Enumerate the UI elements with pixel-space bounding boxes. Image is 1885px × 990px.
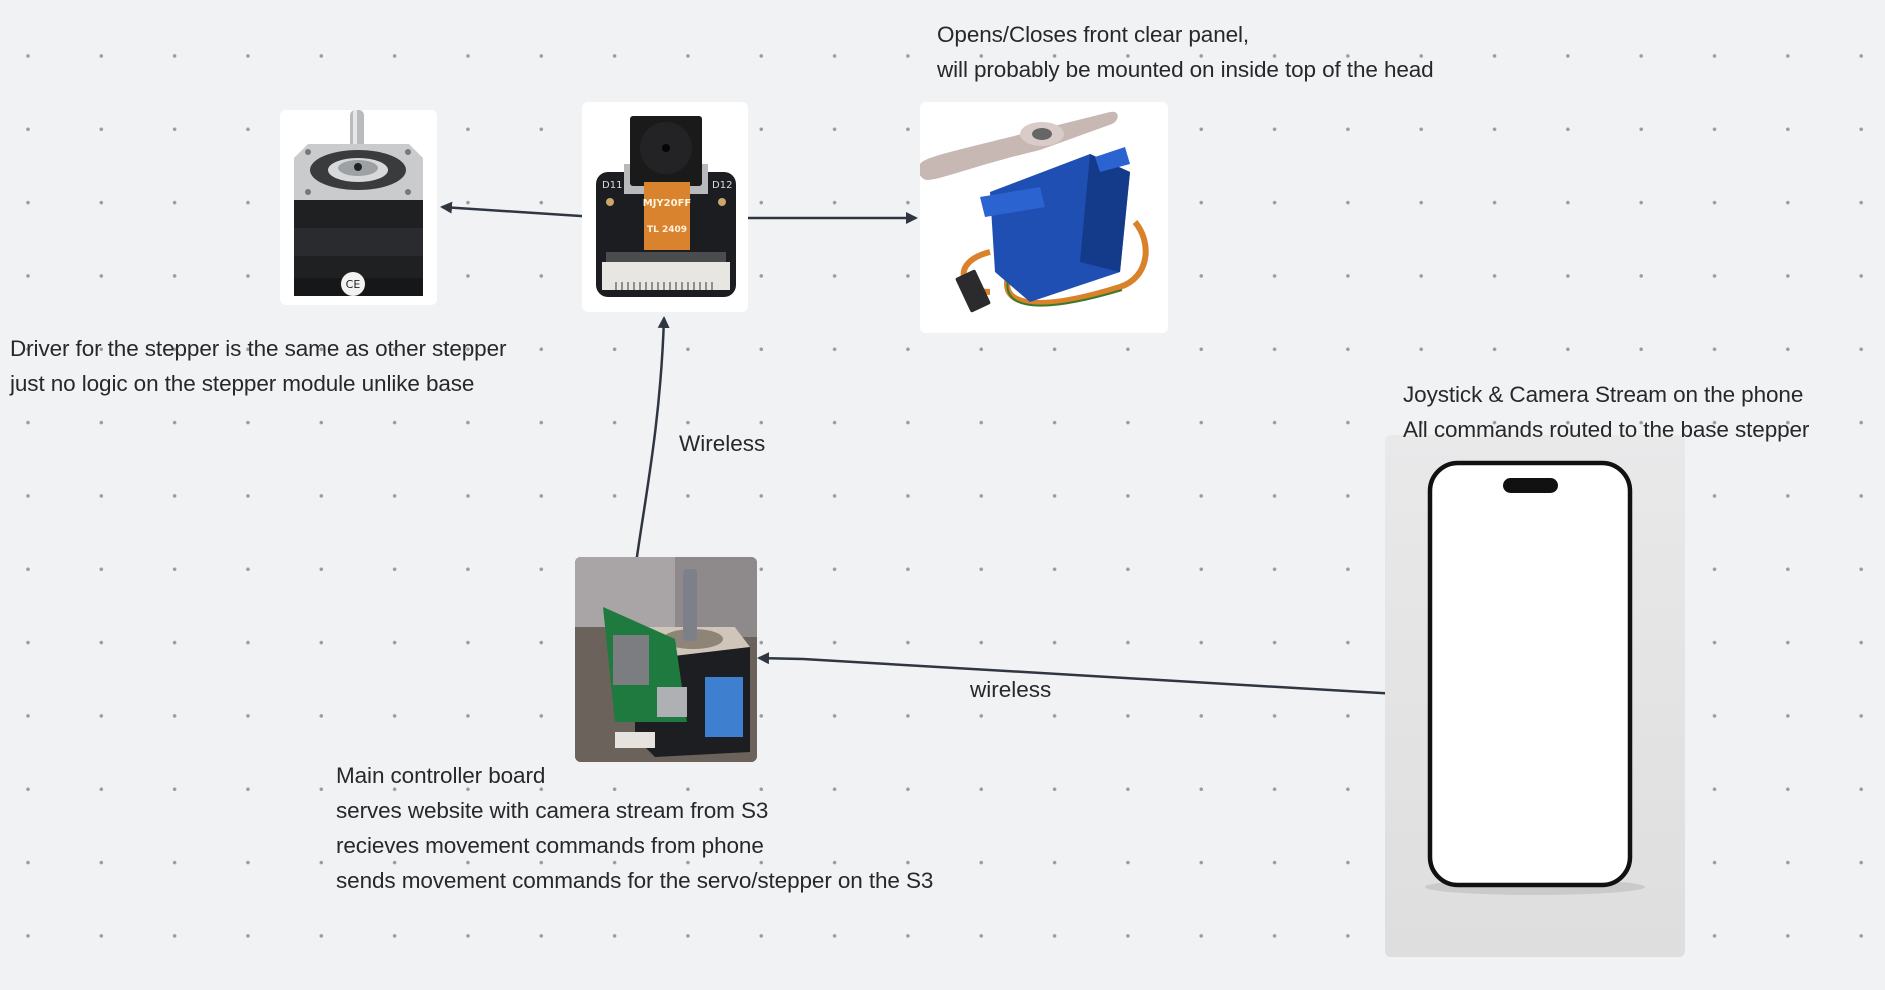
note-line: Opens/Closes front clear panel, — [937, 22, 1250, 47]
servo-motor-image — [920, 111, 1149, 313]
note-line: All commands routed to the base stepper — [1403, 417, 1810, 442]
connector-phone-to-controller[interactable] — [757, 652, 1466, 700]
svg-text:D12: D12 — [712, 180, 732, 191]
servo-note: Opens/Closes front clear panel, will pro… — [937, 17, 1434, 87]
controller-board-image — [575, 557, 757, 762]
note-line: serves website with camera stream from S… — [336, 798, 769, 823]
stepper-motor-image: CE — [294, 110, 423, 296]
phone-card[interactable] — [1385, 435, 1685, 957]
phone-note: Joystick & Camera Stream on the phone Al… — [1403, 377, 1809, 447]
camera-module-image: MJY20FF TL 2409 D11 D12 — [596, 116, 736, 297]
svg-text:MJY20FF: MJY20FF — [643, 198, 692, 209]
controller-note: Main controller board serves website wit… — [336, 758, 933, 898]
svg-text:D11: D11 — [602, 180, 622, 191]
connector-label-phone-controller[interactable]: wireless — [970, 677, 1052, 702]
note-line: will probably be mounted on inside top o… — [937, 57, 1434, 82]
note-line: Driver for the stepper is the same as ot… — [10, 336, 507, 361]
stepper-motor-card[interactable]: CE — [280, 110, 437, 305]
note-line: Main controller board — [336, 763, 546, 788]
camera-board-card[interactable]: MJY20FF TL 2409 D11 D12 — [582, 102, 748, 312]
controller-card[interactable] — [575, 557, 757, 762]
svg-text:TL 2409: TL 2409 — [647, 225, 687, 235]
note-line: just no logic on the stepper module unli… — [10, 371, 475, 396]
note-line: Joystick & Camera Stream on the phone — [1403, 382, 1804, 407]
stepper-note: Driver for the stepper is the same as ot… — [10, 331, 506, 401]
connector-camera-to-stepper[interactable] — [440, 201, 597, 219]
servo-card[interactable] — [920, 102, 1168, 333]
svg-text:CE: CE — [346, 278, 361, 291]
note-line: recieves movement commands from phone — [336, 833, 764, 858]
connector-label-controller-camera[interactable]: Wireless — [679, 431, 766, 456]
smartphone-image — [1425, 460, 1645, 895]
note-line: sends movement commands for the servo/st… — [336, 868, 934, 893]
